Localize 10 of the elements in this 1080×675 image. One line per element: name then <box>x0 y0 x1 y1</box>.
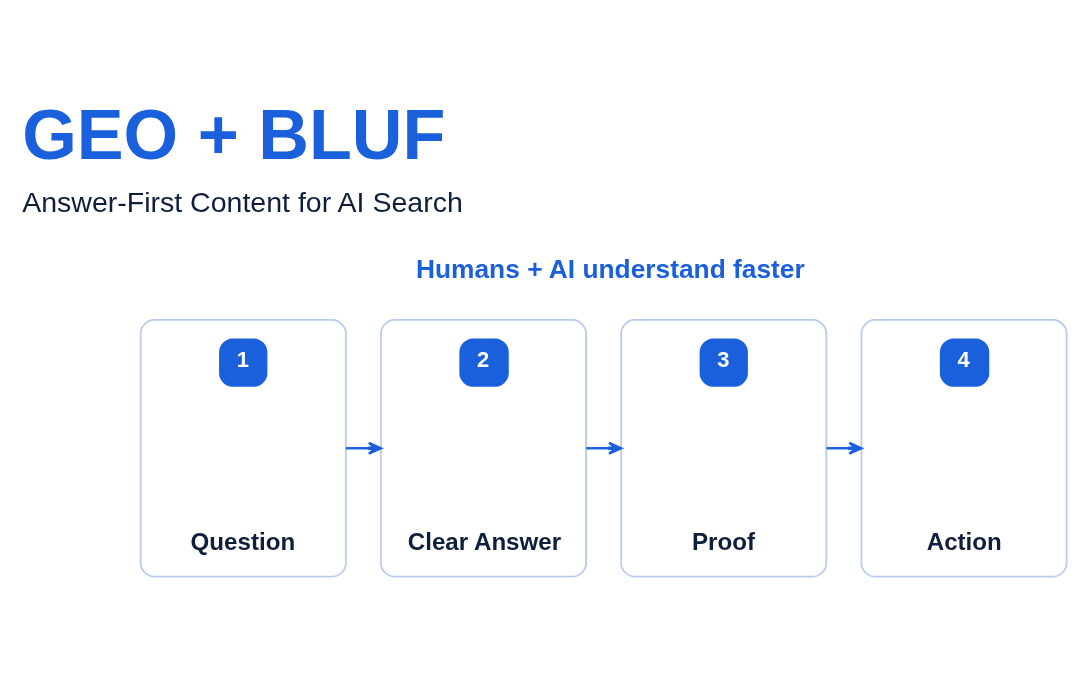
node-box: 4 Action <box>860 318 1068 577</box>
arrow <box>346 441 383 455</box>
label: Humans + AI understand faster <box>416 253 805 284</box>
label: Answer-First Content for AI Search <box>22 185 463 218</box>
node-box: 3 Proof <box>620 318 828 577</box>
node-box: 1 Question <box>139 318 347 577</box>
node-box: 2 Clear Answer <box>380 318 587 577</box>
diagram-title: GEO + BLUF <box>22 94 446 174</box>
arrow <box>826 441 863 455</box>
arrow <box>586 441 623 455</box>
